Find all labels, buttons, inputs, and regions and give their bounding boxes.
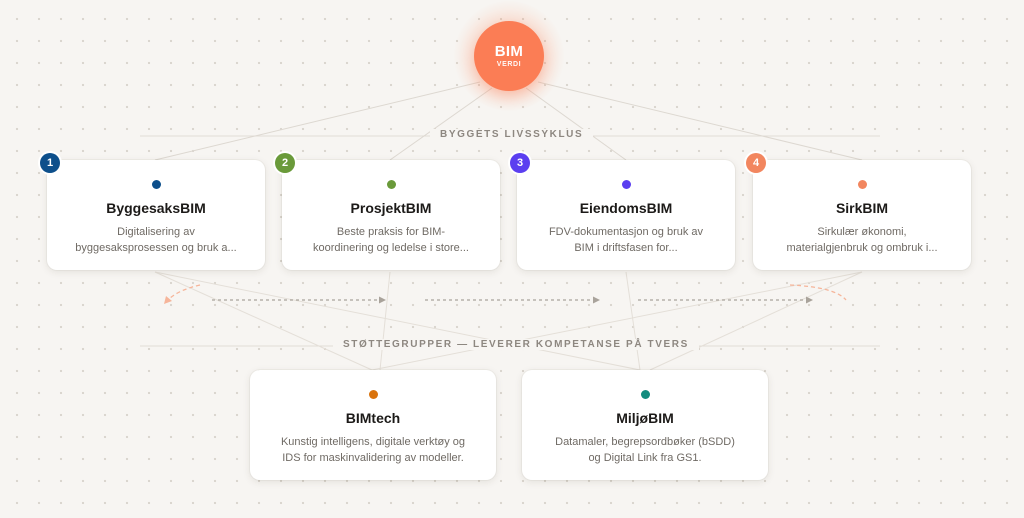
flow-arrowheads xyxy=(379,296,813,304)
phase-card-sirkbim[interactable]: SirkBIM Sirkulær økonomi, materialgjenbr… xyxy=(753,160,971,270)
phase-title: ProsjektBIM xyxy=(350,200,432,216)
support-card-miljobim[interactable]: MiljøBIM Datamaler, begrepsordbøker (bSD… xyxy=(522,370,768,480)
phase-dot xyxy=(151,180,161,189)
support-dot xyxy=(368,390,378,399)
phase-dot xyxy=(621,180,631,189)
phase-dot xyxy=(857,180,867,189)
lifecycle-section-label: BYGGETS LIVSSYKLUS xyxy=(430,129,594,140)
support-connectors xyxy=(154,271,863,371)
phase-dot xyxy=(386,180,396,189)
support-title: MiljøBIM xyxy=(616,410,674,426)
phase-description: FDV-dokumentasjon og bruk av BIM i drift… xyxy=(548,226,704,254)
phase-number-badge: 3 xyxy=(510,153,530,173)
phase-card-byggesaksbim[interactable]: ByggesaksBIM Digitalisering av byggesaks… xyxy=(47,160,265,270)
phase-description: Beste praksis for BIM- koordinering og l… xyxy=(313,226,469,254)
hub-subtitle: VERDI xyxy=(496,60,522,68)
bim-value-hub[interactable]: BIM VERDI xyxy=(474,21,544,91)
phase-title: SirkBIM xyxy=(835,200,889,216)
support-section-label: STØTTEGRUPPER — LEVERER KOMPETANSE PÅ TV… xyxy=(333,339,699,350)
phase-title: EiendomsBIM xyxy=(579,200,673,216)
phase-number-badge: 2 xyxy=(275,153,295,173)
support-title: BIMtech xyxy=(345,410,401,426)
cycle-arcs xyxy=(167,284,847,301)
phase-number-badge: 1 xyxy=(40,153,60,173)
phase-description: Digitalisering av byggesaksprosessen og … xyxy=(75,226,237,254)
phase-card-eiendomsbim[interactable]: EiendomsBIM FDV-dokumentasjon og bruk av… xyxy=(517,160,735,270)
support-dot xyxy=(640,390,650,399)
support-description: Kunstig intelligens, digitale verktøy og… xyxy=(280,436,466,464)
phase-title: ByggesaksBIM xyxy=(106,200,206,216)
support-description: Datamaler, begrepsordbøker (bSDD) og Dig… xyxy=(555,436,735,464)
hub-title: BIM xyxy=(494,42,524,60)
phase-card-prosjektbim[interactable]: ProsjektBIM Beste praksis for BIM- koord… xyxy=(282,160,500,270)
phase-description: Sirkulær økonomi, materialgjenbruk og om… xyxy=(786,226,938,254)
cycle-arrowhead xyxy=(164,296,172,304)
phase-number-badge: 4 xyxy=(746,153,766,173)
support-card-bimtech[interactable]: BIMtech Kunstig intelligens, digitale ve… xyxy=(250,370,496,480)
